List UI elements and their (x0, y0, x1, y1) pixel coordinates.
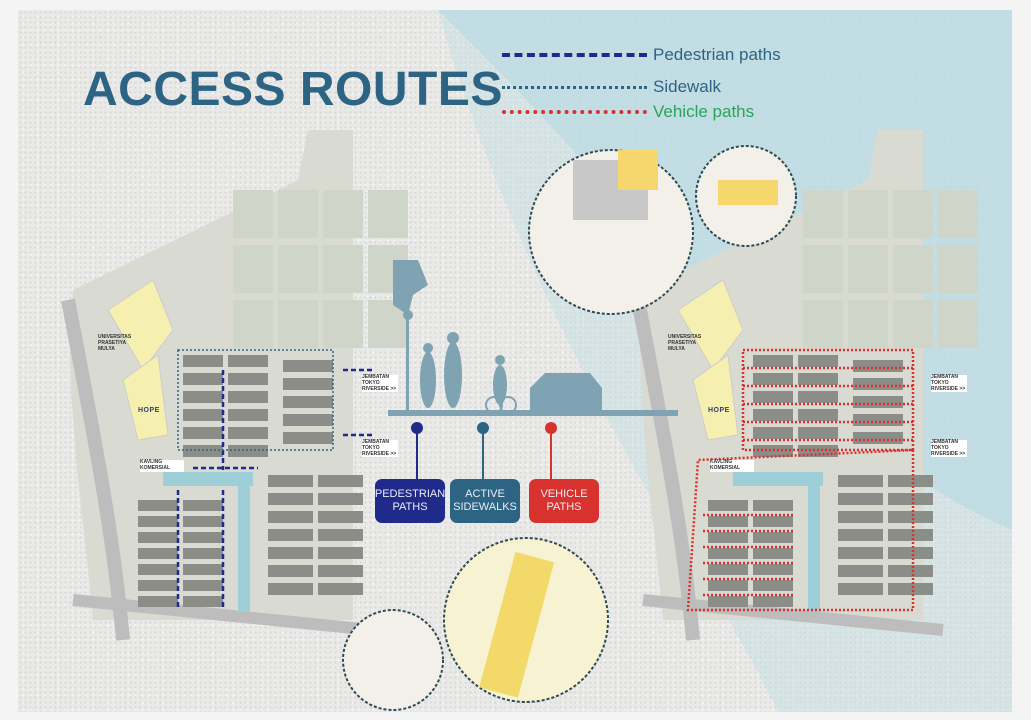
vignette-plaza (342, 609, 444, 711)
car-silhouette (530, 373, 602, 410)
page-title: ACCESS ROUTES (83, 63, 503, 116)
legend-vehicle: Vehicle paths (502, 102, 754, 122)
street-section-illustration (388, 260, 678, 416)
map-label-commercial: KAVLING KOMERSIAL (710, 459, 754, 472)
legend-sidewalk: Sidewalk (502, 77, 721, 97)
poster-graphics (61, 10, 1012, 712)
map-label-bridge: JEMBATAN TOKYO RIVERSIDE >> (931, 374, 967, 393)
person-silhouette (444, 342, 462, 408)
person-silhouette (420, 352, 436, 408)
legend-swatch (502, 85, 647, 89)
poster: ACCESS ROUTES Pedestrian paths Sidewalk … (18, 10, 1012, 712)
map-label-bridge: JEMBATAN TOKYO RIVERSIDE >> (362, 439, 398, 458)
legend-label: Sidewalk (653, 77, 722, 96)
legend-swatch (502, 53, 647, 57)
legend-swatch (502, 110, 647, 114)
legend-label: Pedestrian paths (653, 45, 781, 64)
map-label-commercial: KAVLING KOMERSIAL (140, 459, 184, 472)
vignette-street (528, 149, 694, 315)
map-label-bridge: JEMBATAN TOKYO RIVERSIDE >> (362, 374, 398, 393)
legend-label: Vehicle paths (653, 102, 755, 121)
category-sidewalks: ACTIVE SIDEWALKS (450, 479, 520, 523)
lamp (403, 310, 413, 320)
cyclist-silhouette (493, 365, 507, 405)
category-vehicle: VEHICLE PATHS (529, 479, 599, 523)
map-label-university: UNIVERSITAS PRASETIYA MULYA (668, 334, 702, 352)
site-plan-pedestrian (61, 130, 408, 641)
map-label-hope: HOPE (708, 407, 730, 414)
category-pedestrian: PEDESTRIAN PATHS (375, 479, 445, 523)
legend-pedestrian: Pedestrian paths (502, 45, 781, 65)
tree-silhouette (393, 260, 428, 315)
lamp-post (406, 300, 409, 410)
map-label-hope: HOPE (138, 407, 160, 414)
map-label-bridge: JEMBATAN TOKYO RIVERSIDE >> (931, 439, 967, 458)
map-label-university: UNIVERSITAS PRASETIYA MULYA (98, 334, 132, 352)
site-plan-vehicle (631, 130, 978, 641)
pins (411, 422, 557, 480)
